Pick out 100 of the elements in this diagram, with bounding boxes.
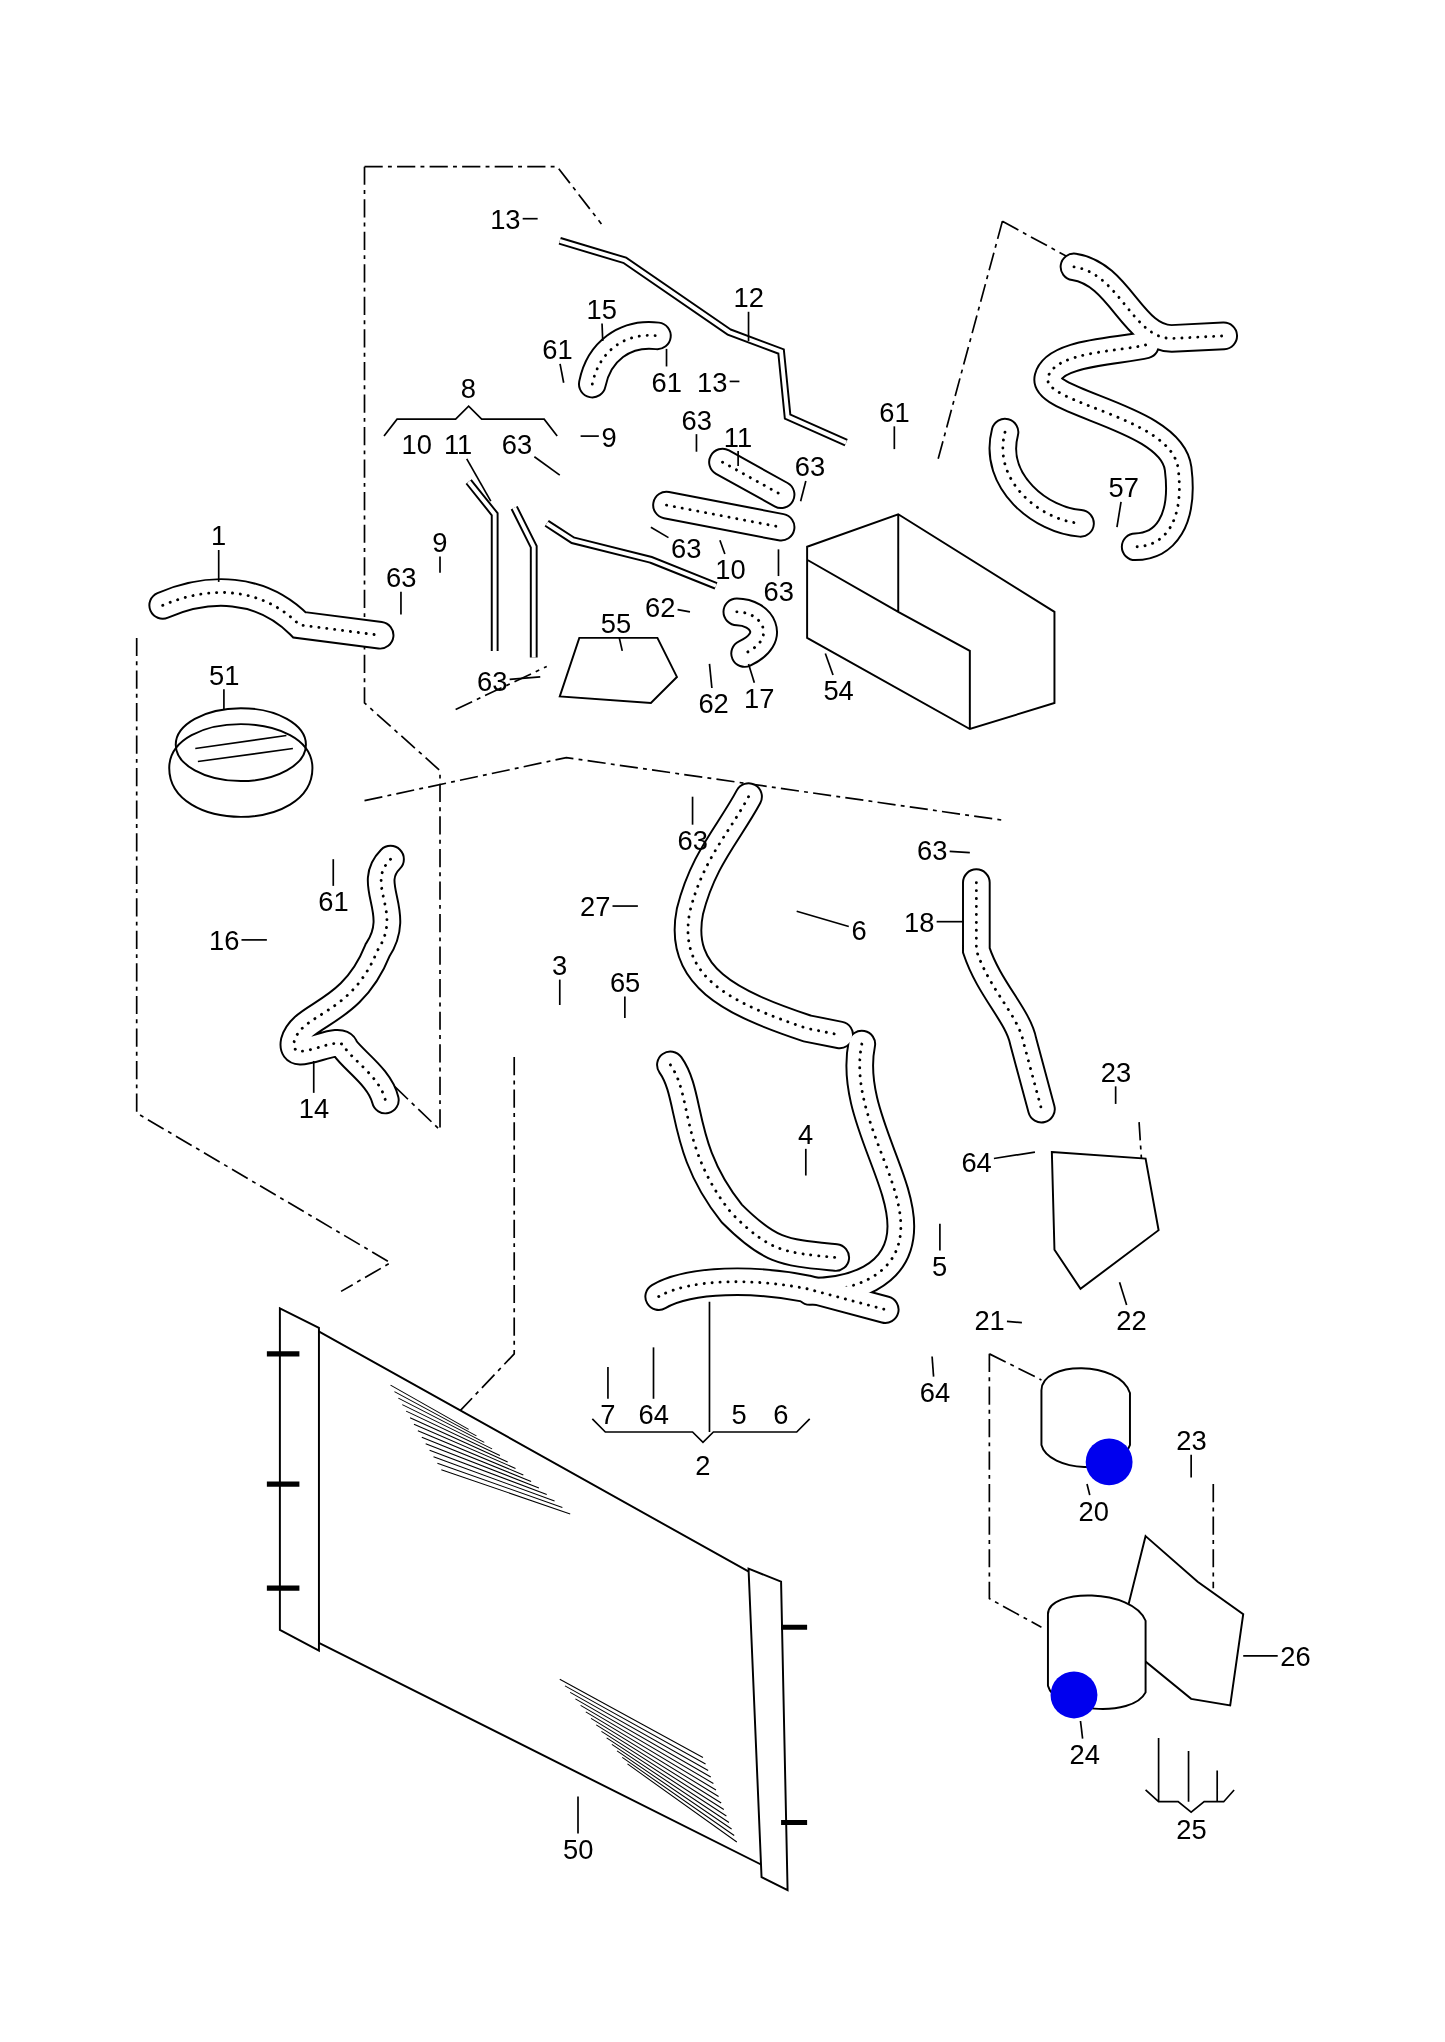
leader-line <box>1006 1320 1023 1324</box>
leader-line <box>1242 1655 1279 1657</box>
leader-line <box>799 480 807 503</box>
leader-line <box>1190 1453 1192 1479</box>
leader-line <box>618 636 624 652</box>
callout-number: 63 <box>500 430 534 458</box>
callout-number: 23 <box>1174 1426 1208 1454</box>
leader-line <box>948 850 971 854</box>
leader-line <box>652 1346 655 1400</box>
callout-number: 63 <box>475 667 509 695</box>
leader-line <box>607 1366 609 1400</box>
callout-number: 5 <box>730 1400 748 1428</box>
leader-line <box>939 1222 941 1252</box>
leader-line <box>611 905 639 907</box>
callout-number: 11 <box>442 430 474 458</box>
callout-number: 18 <box>902 908 936 936</box>
callout-number: 65 <box>608 967 642 996</box>
leader-line <box>624 995 626 1019</box>
leader-line <box>676 608 691 613</box>
leader-line <box>695 433 698 453</box>
callout-number: 11 <box>722 422 754 450</box>
leader-line <box>824 652 834 676</box>
leader-line <box>931 1355 935 1378</box>
leader-line <box>747 310 750 342</box>
leader-line <box>719 539 726 555</box>
leader-line <box>332 858 335 887</box>
callout-number: 63 <box>680 405 714 433</box>
leader-line <box>521 217 539 220</box>
callout-number: 62 <box>643 592 677 621</box>
callout-number: 24 <box>1068 1739 1102 1768</box>
leader-line <box>439 555 441 574</box>
callout-number: 14 <box>297 1094 331 1122</box>
leader-line <box>558 978 561 1006</box>
leader-line <box>465 458 492 503</box>
callout-number: 61 <box>878 397 912 426</box>
callout-number: 9 <box>600 422 618 450</box>
callout-number: 62 <box>697 689 731 717</box>
callout-number: 61 <box>540 335 574 363</box>
leader-line <box>400 590 402 616</box>
callout-number: 51 <box>207 660 241 688</box>
callout-number: 5 <box>930 1251 949 1279</box>
leader-line <box>691 795 694 826</box>
callout-number: 22 <box>1115 1306 1148 1334</box>
callout-number: 20 <box>1077 1496 1111 1524</box>
leader-line <box>777 548 780 577</box>
callout-number: 57 <box>1107 473 1141 501</box>
leader-line <box>577 1795 579 1835</box>
leader-line <box>533 455 561 476</box>
leader-line <box>579 435 600 437</box>
callout-number: 50 <box>561 1834 595 1863</box>
callout-number: 21 <box>973 1306 1007 1334</box>
leader-line <box>1079 1720 1084 1740</box>
callout-number: 1 <box>209 521 228 549</box>
leader-line <box>728 380 741 383</box>
callout-number: 12 <box>732 283 766 311</box>
callout-number: 64 <box>918 1377 952 1406</box>
callout-number: 6 <box>850 915 868 944</box>
callout-number: 3 <box>550 950 569 979</box>
callout-number: 55 <box>599 608 633 636</box>
leader-line <box>708 663 713 689</box>
callout-number: 63 <box>762 577 796 605</box>
callout-number: 23 <box>1099 1057 1133 1086</box>
callout-number: 64 <box>960 1147 994 1175</box>
callout-number: 27 <box>578 892 612 920</box>
callout-number: 63 <box>384 563 418 591</box>
callout-number: 6 <box>772 1400 790 1428</box>
leader-line <box>508 676 542 681</box>
leader-line <box>665 348 668 368</box>
callout-number: 17 <box>742 684 776 712</box>
leader-line <box>559 363 565 384</box>
callout-number: 2 <box>694 1450 712 1479</box>
leader-line <box>312 1060 315 1094</box>
callout-number: 61 <box>650 367 684 396</box>
leader-line <box>935 920 965 923</box>
leader-line <box>747 663 756 684</box>
leader-line <box>1086 1483 1091 1496</box>
leader-line <box>601 322 604 342</box>
callout-number: 63 <box>793 452 827 480</box>
callout-number: 16 <box>207 926 241 954</box>
leader-line <box>737 450 739 467</box>
leader-line <box>240 939 268 941</box>
callout-number: 13 <box>695 367 729 396</box>
leader-line <box>1118 1281 1128 1306</box>
callout-number: 9 <box>430 527 449 556</box>
callout-number: 13 <box>488 205 522 233</box>
leader-line <box>217 549 220 583</box>
leader-line <box>1114 1085 1117 1105</box>
callout-number: 25 <box>1175 1815 1208 1843</box>
leader-line <box>650 526 670 539</box>
leader-line <box>795 910 850 928</box>
callout-number: 8 <box>459 374 478 402</box>
callout-number: 15 <box>585 294 619 323</box>
leader-line <box>223 688 225 711</box>
leader-line <box>1116 501 1122 529</box>
leader-line <box>893 425 896 450</box>
callout-number: 54 <box>822 676 856 704</box>
callout-number: 63 <box>915 836 949 864</box>
callout-number: 64 <box>637 1400 671 1428</box>
callout-number: 7 <box>598 1400 617 1428</box>
callout-number: 4 <box>796 1120 815 1148</box>
